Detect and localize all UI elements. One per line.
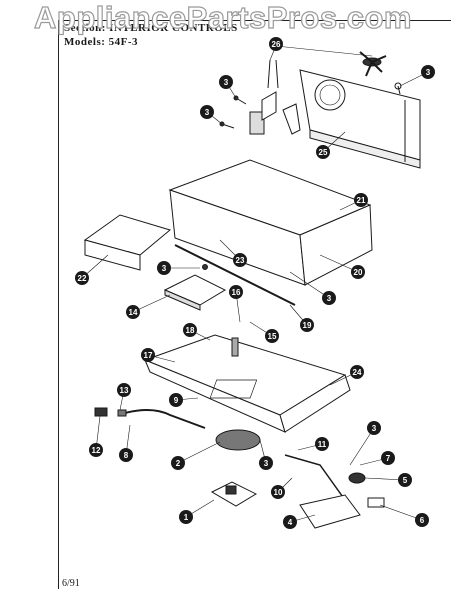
callout-22: 22	[78, 274, 87, 283]
rod-part	[174, 244, 296, 306]
callout-3: 3	[162, 264, 167, 273]
control-cover	[168, 159, 373, 286]
section-title: Section: INTERIOR CONTROLS	[64, 22, 238, 34]
callout-12: 12	[92, 446, 101, 455]
circuit-board	[163, 274, 227, 311]
callout-3: 3	[224, 78, 229, 87]
callout-2: 2	[176, 459, 181, 468]
callout-10: 10	[274, 488, 283, 497]
callout-25: 25	[319, 148, 328, 157]
callout-20: 20	[354, 268, 363, 277]
callout-3: 3	[264, 459, 269, 468]
callout-3: 3	[327, 294, 332, 303]
callout-7: 7	[386, 454, 391, 463]
callout-15: 15	[268, 332, 277, 341]
callout-markers	[75, 37, 435, 529]
callout-1: 1	[184, 513, 189, 522]
callout-3: 3	[372, 424, 377, 433]
callout-14: 14	[129, 308, 138, 317]
callout-18: 18	[186, 326, 195, 335]
lever-part	[117, 409, 206, 429]
callout-13: 13	[120, 386, 129, 395]
fan-blade	[359, 51, 387, 77]
bracket-part	[299, 69, 421, 169]
diagram-frame	[58, 20, 451, 589]
model-number: Models: 54F-3	[64, 36, 139, 48]
base-plate	[143, 334, 351, 433]
callout-26: 26	[272, 40, 281, 49]
callout-3: 3	[205, 108, 210, 117]
callout-21: 21	[357, 196, 366, 205]
callout-3: 3	[426, 68, 431, 77]
callout-8: 8	[124, 451, 129, 460]
callout-labels: 26 3 3 3 25 21 20 3 22 23 3 14 19 16 15 …	[78, 40, 431, 527]
lamp-assembly	[284, 454, 385, 529]
callout-6: 6	[420, 516, 425, 525]
callout-23: 23	[236, 256, 245, 265]
side-panel	[83, 214, 172, 271]
switch-assembly	[210, 429, 261, 507]
small-parts	[94, 407, 127, 417]
watermark: AppliancePartsPros.com	[33, 0, 412, 36]
thermostat-assembly	[249, 59, 301, 135]
callout-17: 17	[144, 351, 153, 360]
callout-9: 9	[174, 396, 179, 405]
revision-date: 6/91	[62, 578, 80, 589]
callout-16: 16	[232, 288, 241, 297]
callout-19: 19	[303, 321, 312, 330]
callout-4: 4	[288, 518, 293, 527]
callout-11: 11	[318, 440, 327, 449]
callout-24: 24	[353, 368, 362, 377]
callout-5: 5	[403, 476, 408, 485]
